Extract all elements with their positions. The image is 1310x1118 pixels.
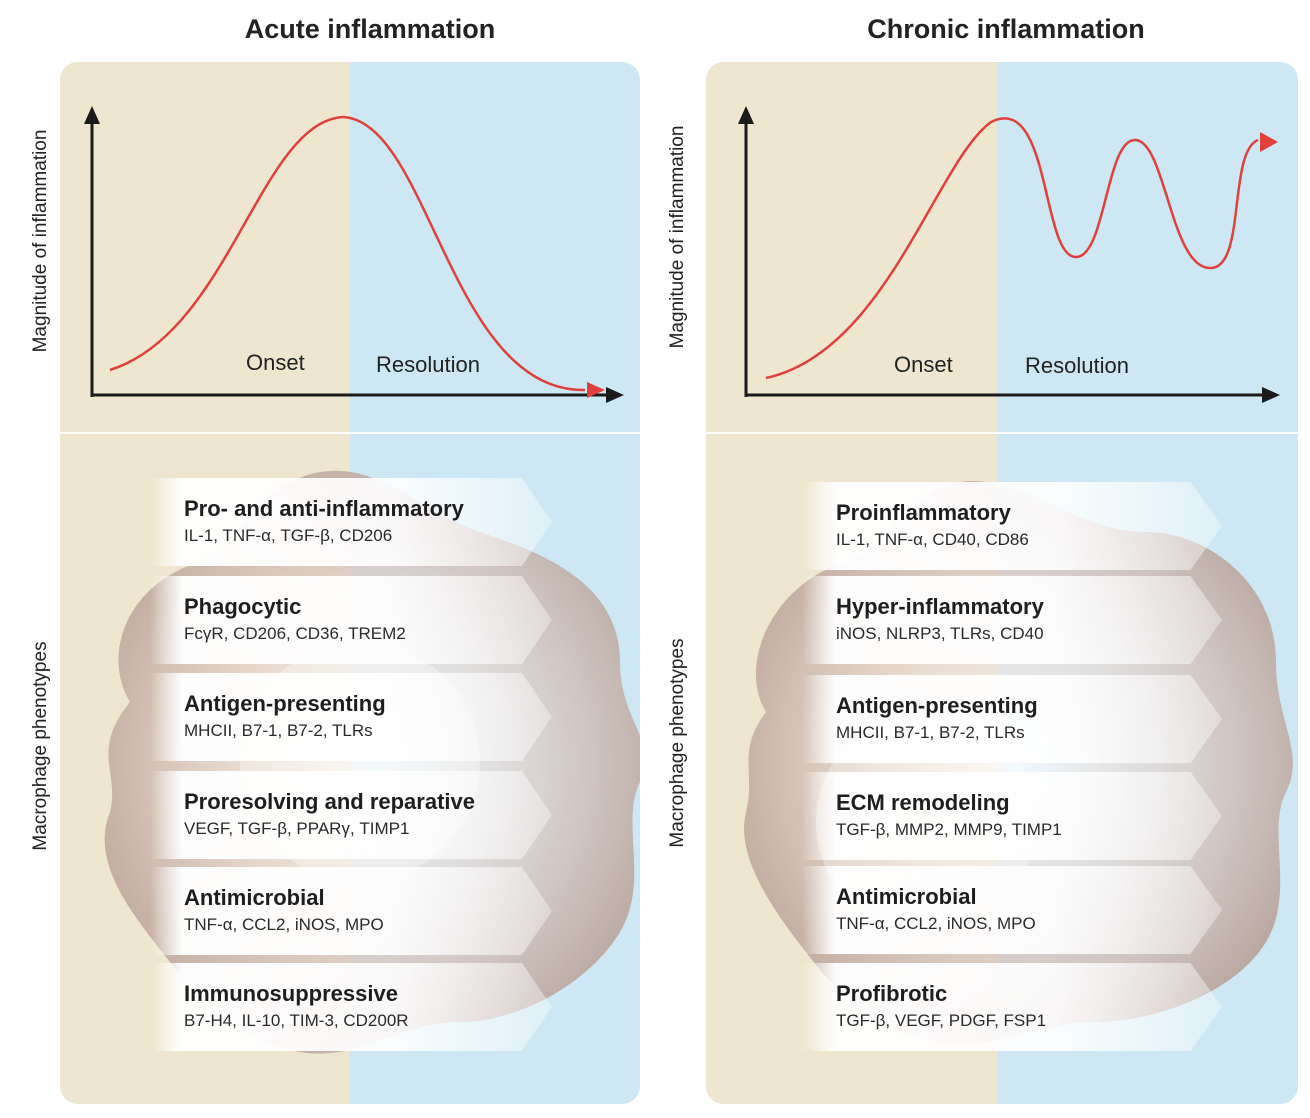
acute-phenotypes-label: Macrophage phenotypes [30,641,51,851]
acute-onset-label: Onset [246,350,305,375]
acute-phenotype-pro-and-anti-inflammatory: Pro- and anti-inflammatory IL-1, TNF-α, … [150,478,552,566]
acute-inflammation-curve [109,115,586,392]
phenotype-name: Proinflammatory [836,500,1011,525]
phenotype-name: Antimicrobial [836,884,977,909]
phenotype-arrow-shape [150,673,552,761]
acute-resolution-label: Resolution [376,352,480,377]
phenotype-name: Phagocytic [184,594,302,619]
phenotype-name: Antimicrobial [184,885,325,910]
acute-phenotype-immunosuppressive: Immunosuppressive B7-H4, IL-10, TIM-3, C… [150,963,552,1051]
phenotype-arrow-shape [802,772,1222,860]
phenotype-arrow-shape [150,576,552,664]
phenotype-markers: IL-1, TNF-α, CD40, CD86 [836,530,1029,549]
phenotype-markers: VEGF, TGF-β, PPARγ, TIMP1 [184,819,410,838]
phenotype-markers: B7-H4, IL-10, TIM-3, CD200R [184,1011,409,1030]
acute-panel-title: Acute inflammation [244,14,496,44]
acute-inflammation-graph [84,106,624,403]
phenotype-name: Antigen-presenting [836,693,1038,718]
phenotype-arrow-shape [802,675,1222,763]
phenotype-arrow-shape [802,963,1222,1051]
chronic-phenotype-antigen-presenting: Antigen-presenting MHCII, B7-1, B7-2, TL… [802,675,1222,763]
acute-curve-arrowhead [587,382,605,398]
acute-phenotype-antigen-presenting: Antigen-presenting MHCII, B7-1, B7-2, TL… [150,673,552,761]
chronic-x-axis-arrowhead [1262,387,1280,403]
phenotype-markers: iNOS, NLRP3, TLRs, CD40 [836,624,1044,643]
phenotype-name: ECM remodeling [836,790,1010,815]
phenotype-arrow-shape [802,576,1222,664]
phenotype-markers: IL-1, TNF-α, TGF-β, CD206 [184,526,393,545]
chronic-onset-label: Onset [894,352,953,377]
phenotype-markers: FcγR, CD206, CD36, TREM2 [184,624,406,643]
chronic-inflammation-graph [738,106,1280,403]
chronic-phenotype-ecm-remodeling: ECM remodeling TGF-β, MMP2, MMP9, TIMP1 [802,772,1222,860]
chronic-resolution-label: Resolution [1025,353,1129,378]
phenotype-name: Antigen-presenting [184,691,386,716]
phenotype-markers: MHCII, B7-1, B7-2, TLRs [836,723,1025,742]
phenotype-name: Pro- and anti-inflammatory [184,496,464,521]
chronic-section-divider [706,432,1298,434]
chronic-y-axis-label: Magnitude of inflammation [667,125,688,349]
phenotype-markers: TGF-β, MMP2, MMP9, TIMP1 [836,820,1062,839]
chronic-phenotype-hyper-inflammatory: Hyper-inflammatory iNOS, NLRP3, TLRs, CD… [802,576,1222,664]
acute-x-axis-arrowhead [606,387,624,403]
phenotype-arrow-shape [802,866,1222,954]
chronic-y-axis-arrowhead [738,106,754,124]
chronic-phenotype-proinflammatory: Proinflammatory IL-1, TNF-α, CD40, CD86 [802,482,1222,570]
chronic-phenotypes-label: Macrophage phenotypes [667,638,688,848]
chronic-phenotype-profibrotic: Profibrotic TGF-β, VEGF, PDGF, FSP1 [802,963,1222,1051]
phenotype-arrow-shape [150,771,552,859]
phenotype-arrow-shape [150,478,552,566]
chronic-panel-title: Chronic inflammation [867,14,1145,44]
phenotype-arrow-shape [150,867,552,955]
phenotype-markers: TGF-β, VEGF, PDGF, FSP1 [836,1011,1047,1030]
acute-y-axis-arrowhead [84,106,100,124]
chronic-curve-arrowhead [1260,132,1278,152]
phenotype-arrow-shape [802,482,1222,570]
phenotype-name: Proresolving and reparative [184,789,475,814]
acute-phenotype-antimicrobial: Antimicrobial TNF-α, CCL2, iNOS, MPO [150,867,552,955]
acute-phenotype-proresolving-and-reparative: Proresolving and reparative VEGF, TGF-β,… [150,771,552,859]
acute-y-axis-label: Magnitude of inflammation [30,129,51,353]
acute-section-divider [60,432,640,434]
phenotype-name: Hyper-inflammatory [836,594,1044,619]
chronic-inflammation-curve [765,117,1259,380]
acute-phenotype-phagocytic: Phagocytic FcγR, CD206, CD36, TREM2 [150,576,552,664]
phenotype-name: Profibrotic [836,981,948,1006]
phenotype-arrow-shape [150,963,552,1051]
phenotype-name: Immunosuppressive [184,981,398,1006]
phenotype-markers: MHCII, B7-1, B7-2, TLRs [184,721,373,740]
phenotype-markers: TNF-α, CCL2, iNOS, MPO [184,915,384,934]
chronic-phenotype-antimicrobial: Antimicrobial TNF-α, CCL2, iNOS, MPO [802,866,1222,954]
phenotype-markers: TNF-α, CCL2, iNOS, MPO [836,914,1036,933]
